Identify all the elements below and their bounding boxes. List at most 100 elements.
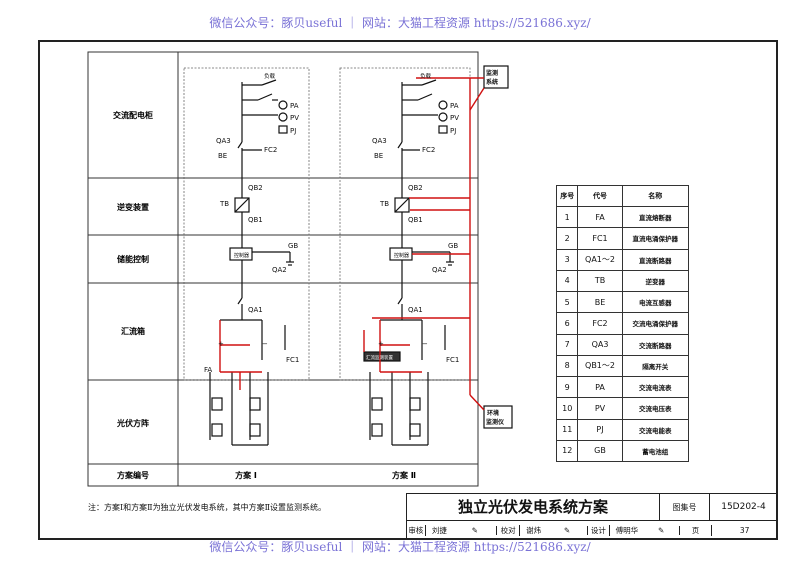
monitor-system-line2: 系统 <box>486 78 498 86</box>
s2-plus: + <box>378 340 384 348</box>
s1-fc2: FC2 <box>264 146 277 154</box>
s1-fa: FA <box>204 366 212 374</box>
s2-pv: PV <box>450 114 459 122</box>
s1-qa3: QA3 <box>216 137 231 145</box>
row-label-storage: 储能控制 <box>116 254 149 264</box>
s2-pj: PJ <box>450 127 456 135</box>
component-name: 逆变器 <box>621 269 690 293</box>
watermark-bottom: 微信公众号：豚贝useful ｜ 网站：大猫工程资源 https://52168… <box>209 540 591 554</box>
s2-load: 负载 <box>420 72 432 80</box>
atlas-number: 15D202-4 <box>710 493 778 521</box>
component-no: 1 <box>555 205 579 229</box>
component-code: GB <box>577 439 623 463</box>
row-label-ac: 交流配电柜 <box>113 110 153 120</box>
s1-qb2: QB2 <box>248 184 263 192</box>
component-code: PJ <box>577 418 623 441</box>
s2-current-sensor: 汇流监测装置 <box>366 354 393 361</box>
component-name: 交流电能表 <box>621 418 690 441</box>
row-label-inverter: 逆变装置 <box>117 202 149 212</box>
atlas-label: 图集号 <box>660 493 710 521</box>
s1-load: 负载 <box>264 72 276 80</box>
component-no: 5 <box>555 290 579 314</box>
monitor-system-line1: 监测 <box>486 69 498 77</box>
component-code: FA <box>577 205 623 229</box>
component-code: PV <box>577 397 623 420</box>
s1-qb1: QB1 <box>248 216 263 224</box>
scheme-2-label: 方案 Ⅱ <box>392 470 416 480</box>
reviewer-signature: ✎ <box>453 525 498 535</box>
s2-tb: TB <box>379 200 389 208</box>
s1-be: BE <box>218 152 227 160</box>
component-no: 9 <box>555 375 579 399</box>
component-name: 交流电压表 <box>621 397 690 420</box>
s2-fc1: FC1 <box>446 356 459 364</box>
component-name: 电流互感器 <box>621 290 690 314</box>
s2-minus: − <box>422 340 428 348</box>
env-monitor-line2: 监测仪 <box>486 418 505 426</box>
s1-minus: − <box>262 340 268 348</box>
component-name: 直流电涌保护器 <box>621 227 690 250</box>
component-no: 8 <box>555 354 579 378</box>
signature-row: 审核 刘捷 ✎ 校对 谢炜 ✎ 设计 傅明华 ✎ 页 37 <box>406 521 778 540</box>
component-table-header: 序号 代号 名称 <box>555 185 690 207</box>
component-name: 交流断路器 <box>621 333 690 356</box>
component-code: TB <box>577 269 623 293</box>
checker: 谢炜 <box>526 525 542 535</box>
s2-gb: GB <box>448 242 458 250</box>
component-code: FC2 <box>577 312 623 335</box>
drawing-title: 独立光伏发电系统方案 <box>406 493 660 521</box>
s2-qa3: QA3 <box>372 137 387 145</box>
component-name: 直流断路器 <box>621 248 690 271</box>
component-no: 7 <box>555 333 579 356</box>
component-code: QB1～2 <box>577 354 623 378</box>
component-no: 10 <box>555 397 579 420</box>
s2-qb1: QB1 <box>408 216 423 224</box>
component-no: 12 <box>555 439 579 463</box>
scheme-2-circuit <box>363 65 513 446</box>
col-code: 代号 <box>577 185 623 207</box>
note-text: 注：方案Ⅰ和方案Ⅱ为独立光伏发电系统，其中方案Ⅱ设置监测系统。 <box>88 503 327 512</box>
s2-qa2: QA2 <box>432 266 447 274</box>
component-name: 交流电涌保护器 <box>621 312 690 335</box>
s1-plus: + <box>218 340 224 348</box>
row-label-scheme: 方案编号 <box>117 470 149 480</box>
designer: 傅明华 <box>615 525 639 535</box>
page-label: 页 <box>680 524 713 536</box>
s1-controller: 控制器 <box>234 252 249 259</box>
component-no: 6 <box>555 312 579 335</box>
component-no: 4 <box>555 269 579 293</box>
row-label-pv-array: 光伏方阵 <box>116 418 149 428</box>
component-code: QA3 <box>577 333 623 356</box>
s2-pa: PA <box>450 102 459 110</box>
component-name: 交流电流表 <box>621 375 690 399</box>
s2-qb2: QB2 <box>408 184 423 192</box>
review-label: 审核 <box>407 524 426 536</box>
s2-controller: 控制器 <box>394 252 409 259</box>
col-name: 名称 <box>621 185 690 207</box>
s1-tb: TB <box>219 200 229 208</box>
col-no: 序号 <box>555 185 579 207</box>
component-name: 直流熔断器 <box>621 205 690 229</box>
check-label: 校对 <box>497 524 520 536</box>
title-block: 独立光伏发电系统方案 图集号 15D202-4 审核 刘捷 ✎ 校对 谢炜 ✎ … <box>406 493 778 540</box>
page-number: 37 <box>739 525 750 535</box>
component-no: 2 <box>555 227 579 250</box>
s1-gb: GB <box>288 242 298 250</box>
component-code: PA <box>577 375 623 399</box>
s1-pa: PA <box>290 102 299 110</box>
s2-be: BE <box>374 152 383 160</box>
design-label: 设计 <box>588 524 611 536</box>
